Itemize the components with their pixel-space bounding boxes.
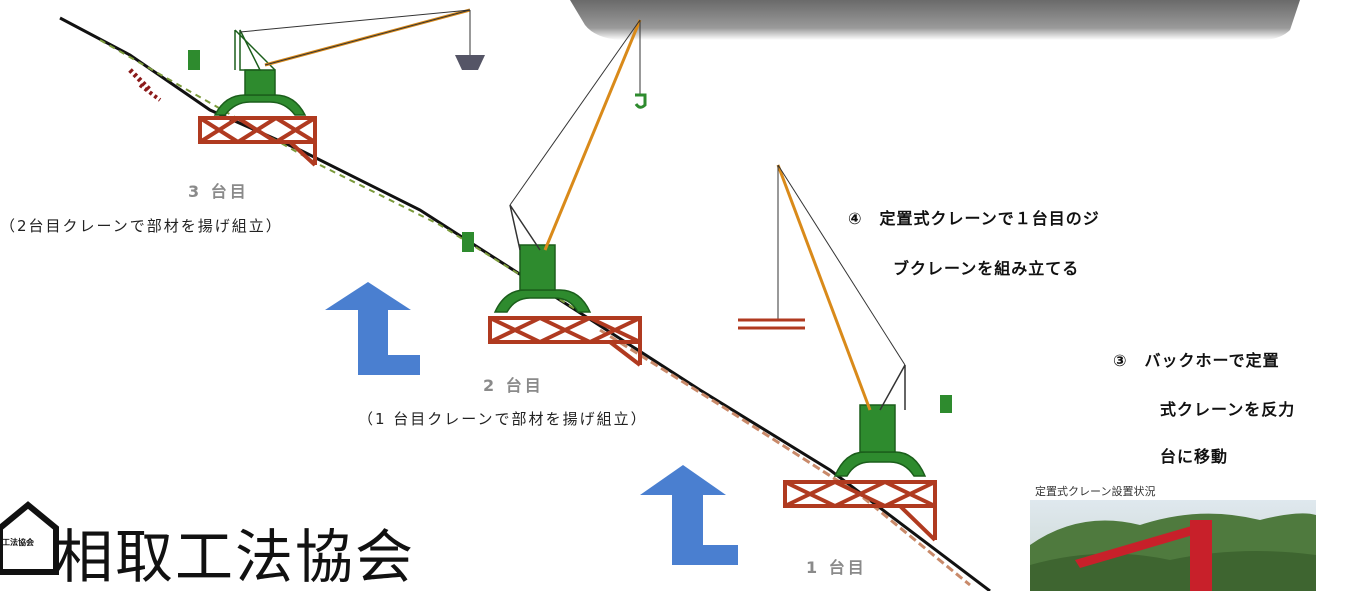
crane2-title: 2 台目 [483,376,544,395]
crane3-title: 3 台目 [188,182,249,201]
hook-2 [634,93,647,109]
crane2-subtitle: （1 台目クレーンで部材を揚げ組立） [358,410,648,428]
logo-text: 相取工法協会 [55,523,416,591]
arrow-up-1 [325,282,420,375]
logo-mark [0,501,59,575]
crane-body-2 [493,244,592,313]
step4-line1: ④ 定置式クレーンで１台目のジ [848,209,1100,228]
crane-3 [188,8,485,167]
frame-1 [783,480,937,542]
crane-body-1 [833,404,927,477]
crane3-subtitle: （2台目クレーンで部材を揚げ組立） [0,217,283,235]
boom-2 [543,19,642,251]
slope [59,16,991,591]
step3-line1: ③ バックホーで定置 [1113,351,1280,370]
photo-image [1030,500,1316,591]
arrow-up-2 [640,465,738,565]
photo-caption: 定置式クレーン設置状況 [1035,485,1156,498]
crane-2 [462,19,647,367]
step3-line2: 式クレーンを反力 [1160,400,1296,419]
header-banner [570,0,1300,40]
frame-3 [198,116,317,167]
crane-body-3 [213,29,307,116]
bucket-3 [455,55,485,70]
step4-line2: ブクレーンを組み立てる [893,259,1080,278]
jib-load-1 [738,318,805,330]
step3-line3: 台に移動 [1160,447,1229,466]
frame-2 [488,316,642,367]
crane1-title: 1 台目 [806,558,867,577]
crane-1 [738,164,952,542]
boom-1 [776,164,872,411]
logo-mark-text: 工法協会 [2,538,34,547]
